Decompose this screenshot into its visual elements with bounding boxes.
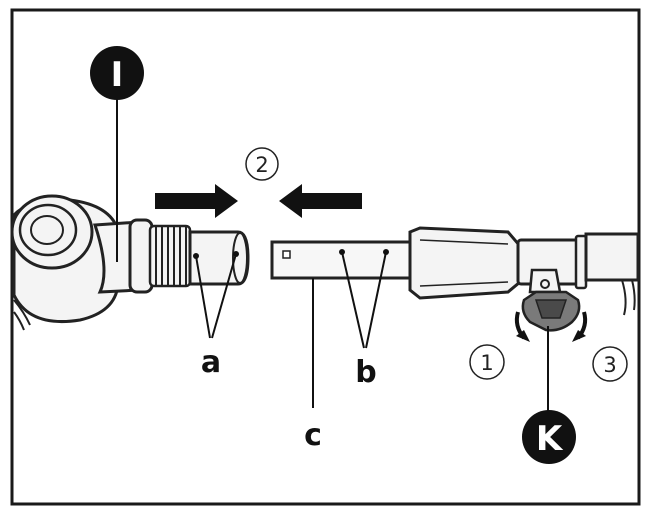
step-2-label: 2 [255, 153, 268, 177]
tube-slot [282, 250, 291, 259]
left-handle [10, 194, 250, 331]
step-2-circle [245, 147, 279, 181]
badge-i-label: I [111, 55, 124, 95]
label-a: a [201, 345, 221, 380]
label-c: c [304, 418, 322, 453]
collar [128, 218, 154, 294]
step-3-circle [592, 346, 628, 382]
step-1-circle [469, 344, 505, 380]
step-1-label: 1 [480, 351, 493, 375]
leaders-a [195, 253, 237, 339]
tapered-grip [408, 226, 522, 300]
socket-opening [232, 232, 248, 284]
hole-a1 [193, 253, 199, 259]
outer-tube [584, 232, 640, 282]
handle-knob-center [30, 215, 64, 245]
leaders-b [341, 251, 387, 349]
right-assembly [408, 226, 640, 332]
label-b: b [355, 355, 376, 390]
tube-body [270, 240, 414, 280]
badge-i [90, 46, 144, 100]
extension-tube [270, 240, 414, 280]
step-3-label: 3 [603, 353, 616, 377]
thread-lines [155, 226, 187, 286]
push-right-arrow [155, 184, 238, 218]
badge-k [522, 410, 576, 464]
push-left-arrow [279, 184, 362, 218]
badge-k-label: K [536, 419, 564, 459]
